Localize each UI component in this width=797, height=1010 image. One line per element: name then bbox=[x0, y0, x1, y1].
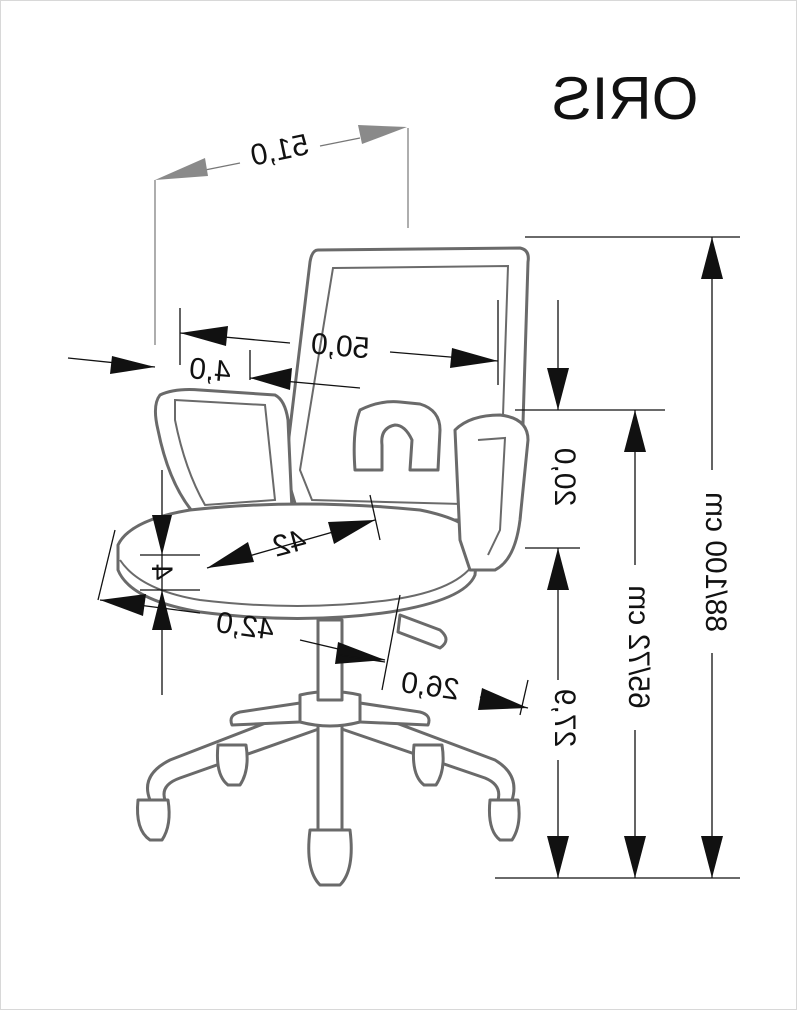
label-seat-width: 42,0 bbox=[214, 606, 276, 647]
arrow-51-right bbox=[358, 125, 407, 144]
left-arm-inner bbox=[174, 398, 277, 507]
label-seat-height: 65/72 cm bbox=[622, 585, 655, 708]
right-armrest bbox=[453, 413, 530, 572]
seat bbox=[116, 502, 480, 620]
product-title: ORIS bbox=[552, 65, 699, 132]
base-leg-back-right bbox=[338, 698, 431, 727]
label-base-height: 27,9 bbox=[548, 689, 581, 747]
label-base-radius: 26,0 bbox=[399, 666, 461, 707]
chair-illustration bbox=[116, 246, 530, 887]
label-total-height: 88/100 cm bbox=[699, 492, 732, 632]
arrow-51-left bbox=[155, 158, 208, 180]
lumbar-support bbox=[352, 400, 442, 472]
label-seat-thickness: 4 bbox=[145, 564, 178, 581]
right-arm-inner bbox=[477, 436, 507, 556]
label-back-height: 20,0 bbox=[548, 448, 581, 506]
backrest-mesh bbox=[298, 264, 510, 507]
base-leg-back-left bbox=[229, 698, 322, 727]
label-seat-back-width: 50,0 bbox=[310, 327, 371, 365]
dimension-lines bbox=[67, 125, 740, 879]
lever bbox=[396, 613, 448, 650]
seat-edge bbox=[119, 559, 477, 607]
label-armrest-offset: 4,0 bbox=[188, 352, 232, 389]
casters bbox=[136, 743, 521, 887]
label-total-width: 51,0 bbox=[248, 128, 312, 172]
